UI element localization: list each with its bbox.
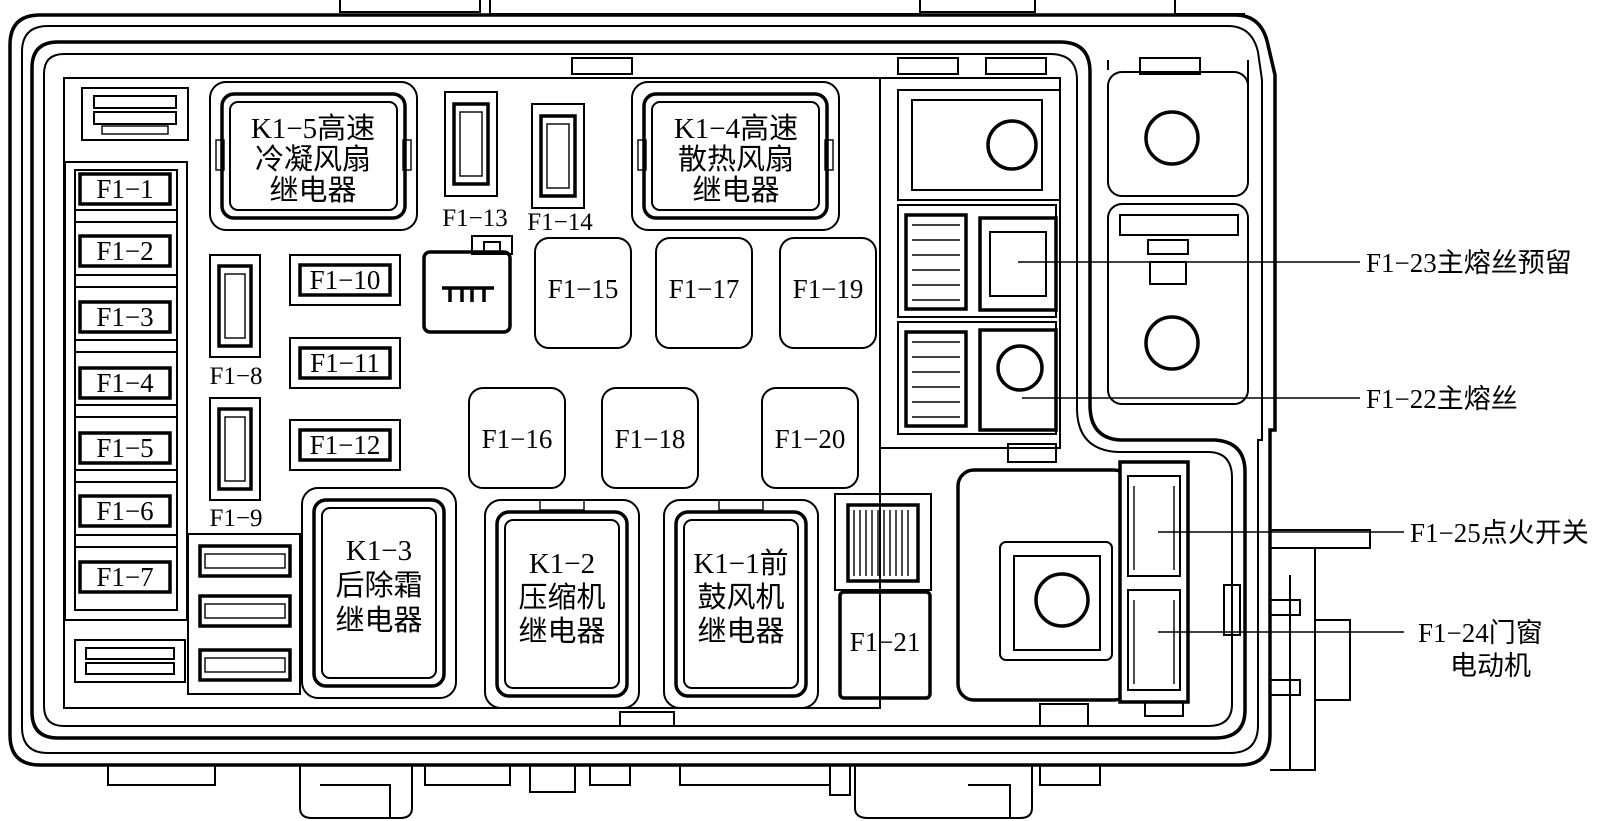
fuse-f1-15: F1−15	[534, 237, 632, 349]
diode-connector	[422, 235, 513, 334]
fuse-label: F1−18	[615, 424, 686, 454]
fuse-label: F1−4	[96, 368, 154, 398]
relay-k1-5: K1−5高速 冷凝风扇 继电器	[209, 81, 418, 231]
callout-f1-24-line2: 电动机	[1450, 651, 1531, 681]
fuse-label: F1−15	[548, 274, 619, 304]
relay-label-line3: 继电器	[692, 174, 779, 207]
fuse-f1-7: F1−7	[78, 560, 172, 594]
fuse-f1-10: F1−10	[289, 254, 401, 306]
divider	[74, 404, 178, 418]
housing	[8, 0, 1371, 819]
fuse-f1-4: F1−4	[78, 366, 172, 400]
fuse-f1-9: F1−9	[209, 397, 263, 532]
fuse-f1-17: F1−17	[655, 237, 753, 349]
relay-label-line1: K1−1前	[693, 547, 788, 580]
relay-k1-2: K1−2 压缩机 继电器	[484, 499, 640, 709]
fuse-f1-6: F1−6	[78, 494, 172, 528]
fuse-label: F1−2	[96, 236, 153, 266]
fuse-f1-14: F1−14	[527, 103, 593, 236]
relay-label-line2: 散热风扇	[678, 143, 794, 176]
divider	[74, 274, 178, 288]
relay-k1-4: K1−4高速 散热风扇 继电器	[631, 81, 840, 231]
fuse-label: F1−11	[310, 348, 380, 378]
fuse-label: F1−3	[96, 302, 153, 332]
relay-k1-1: K1−1前 鼓风机 继电器	[663, 499, 819, 709]
fuse-label: F1−20	[775, 424, 846, 454]
panel-tab	[985, 57, 1047, 75]
relay-label-line1: K1−2	[529, 548, 595, 580]
fuse-f1-3: F1−3	[78, 300, 172, 334]
relay-label-line2: 冷凝风扇	[255, 143, 371, 176]
fuse-f1-21: F1−21	[838, 590, 932, 700]
fuse-label: F1−16	[482, 424, 553, 454]
relay-label-line2: 压缩机	[518, 581, 605, 614]
relay-k1-3: K1−3 后除霜 继电器	[301, 487, 457, 699]
fuse-label: F1−19	[793, 274, 864, 304]
connector-stack	[187, 533, 301, 695]
fuse-label: F1−13	[442, 205, 508, 232]
panel-tab	[1139, 57, 1201, 75]
fuse-f1-1: F1−1	[78, 172, 172, 206]
fuse-label: F1−5	[96, 433, 153, 463]
fuse-f1-5: F1−5	[78, 431, 172, 465]
fuse-f1-8: F1−8	[209, 254, 263, 390]
fuse-label: F1−9	[209, 505, 262, 532]
striped-connector	[834, 493, 932, 591]
relay-label-line1: K1−5高速	[251, 112, 375, 145]
callout-f1-23: F1−23主熔丝预留	[1366, 248, 1572, 278]
right-fuse-housing	[1107, 60, 1249, 405]
relay-label-line1: K1−4高速	[674, 112, 798, 145]
callout-leaders	[1018, 261, 1404, 633]
callout-f1-24-line1: F1−24门窗	[1418, 618, 1543, 648]
callout-f1-25: F1−25点火开关	[1410, 518, 1589, 548]
connector-top-left	[81, 87, 189, 141]
fuse-label: F1−10	[310, 265, 381, 295]
divider	[74, 469, 178, 483]
fuse-f1-13: F1−13	[442, 91, 508, 232]
fuse-label: F1−6	[96, 496, 153, 526]
big-connector	[956, 460, 1241, 717]
fuse-column-left	[64, 161, 188, 621]
fuse-label: F1−21	[850, 627, 921, 657]
panel-tab	[619, 711, 675, 727]
fuse-f1-20: F1−20	[761, 387, 859, 489]
fuse-f1-2: F1−2	[78, 234, 172, 268]
fuse-label: F1−8	[209, 363, 262, 390]
main-fuse-block	[879, 77, 1089, 727]
panel-tab	[897, 57, 959, 75]
divider	[74, 534, 178, 548]
fuse-f1-16: F1−16	[468, 387, 566, 489]
callout-f1-22: F1−22主熔丝	[1366, 384, 1518, 414]
fuse-f1-19: F1−19	[779, 237, 877, 349]
fuse-f1-11: F1−11	[289, 337, 401, 389]
divider	[74, 339, 178, 353]
fuse-label: F1−17	[669, 274, 740, 304]
fuse-label: F1−1	[96, 174, 153, 204]
relay-label-line2: 鼓风机	[697, 581, 784, 614]
fuse-f1-18: F1−18	[601, 387, 699, 489]
fuse-f1-12: F1−12	[289, 419, 401, 471]
relay-label-line3: 继电器	[697, 615, 784, 648]
connector-bottom-left	[74, 639, 186, 683]
relay-label-line3: 继电器	[335, 604, 422, 637]
fuse-label: F1−14	[527, 209, 593, 236]
relay-label-line3: 继电器	[269, 174, 356, 207]
panel-tab	[571, 57, 633, 75]
relay-label-line1: K1−3	[346, 535, 412, 567]
relay-label-line3: 继电器	[518, 615, 605, 648]
divider	[74, 209, 178, 223]
relay-label-line2: 后除霜	[335, 569, 422, 602]
fuse-label: F1−7	[96, 562, 153, 592]
fuse-label: F1−12	[310, 430, 381, 460]
